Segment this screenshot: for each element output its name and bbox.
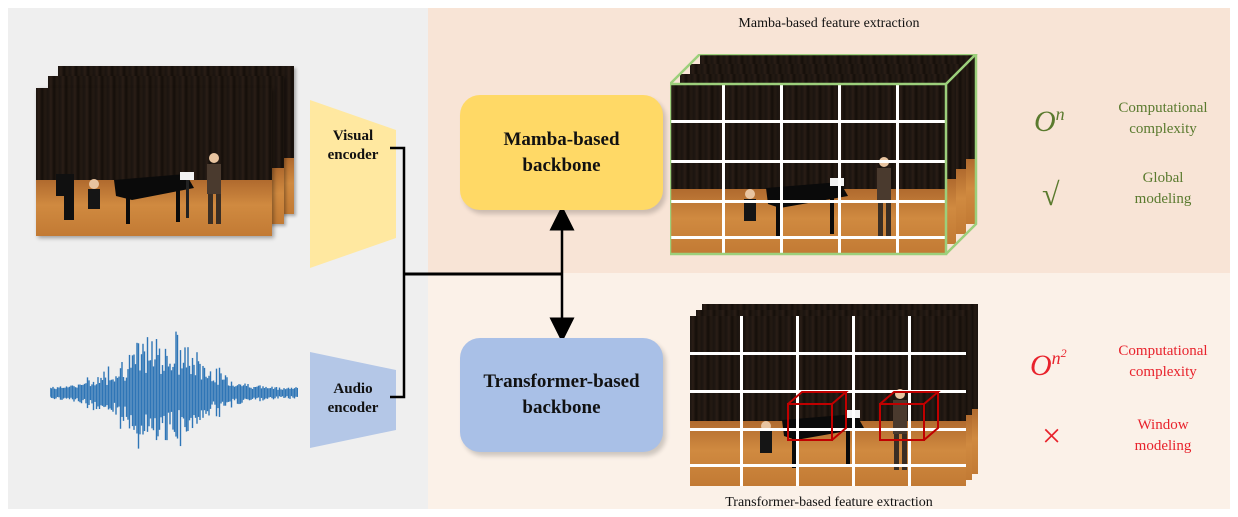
mamba-complexity-line1: Computational (1118, 100, 1208, 116)
mamba-section-title: Mamba-based feature extraction (738, 16, 920, 31)
audio-encoder-label-line2: encoder (327, 400, 379, 416)
transformer-modeling-line1: Window (1137, 417, 1189, 433)
transformer-section-title: Transformer-based feature extraction (725, 495, 933, 510)
mamba-global-cube (670, 54, 978, 256)
window-cubes (787, 391, 941, 441)
transformer-complexity-symbol: On2 (1030, 346, 1067, 383)
transformer-modeling-line2: modeling (1134, 438, 1192, 454)
visual-encoder-shape (310, 100, 396, 268)
transformer-frame-front (690, 316, 966, 486)
window-cube-left (787, 391, 849, 441)
audio-encoder-label-line1: Audio (333, 381, 373, 397)
audio-encoder-shape (310, 352, 396, 448)
transformer-backbone-line1: Transformer-based (483, 371, 640, 392)
transformer-feature-volume (690, 304, 990, 494)
checkmark-icon: √ (1042, 176, 1060, 212)
visual-encoder-label: Visual encoder (312, 127, 394, 165)
mamba-backbone: Mamba-based backbone (460, 95, 663, 210)
transformer-complexity-exponent: n (1051, 348, 1061, 368)
audio-encoder-label: Audio encoder (312, 380, 394, 418)
transformer-complexity-o: O (1030, 349, 1052, 382)
transformer-complexity-exponent-power: 2 (1060, 346, 1067, 360)
transformer-concert-scene (760, 389, 907, 470)
transformer-complexity-line1: Computational (1118, 343, 1208, 359)
cross-icon: × (1042, 418, 1062, 455)
mamba-modeling-line2: modeling (1134, 191, 1192, 207)
mamba-backbone-line1: Mamba-based (503, 128, 620, 150)
concert-scene (56, 153, 221, 224)
mamba-complexity-exponent: n (1055, 104, 1065, 124)
mamba-complexity-o: O (1034, 105, 1056, 138)
transformer-complexity-label: Computational complexity (1098, 341, 1228, 383)
mamba-frame-front (670, 84, 946, 254)
visual-encoder-label-line2: encoder (327, 147, 379, 163)
audio-waveform (50, 331, 298, 449)
video-frame-stack (36, 66, 302, 244)
mamba-modeling-line1: Global (1142, 170, 1184, 186)
transformer-backbone: Transformer-based backbone (460, 338, 663, 452)
mamba-complexity-symbol: On (1034, 104, 1065, 139)
mamba-complexity-line2: complexity (1129, 121, 1197, 137)
mamba-modeling-label: Global modeling (1098, 168, 1228, 210)
transformer-modeling-label: Window modeling (1098, 415, 1228, 457)
transformer-backbone-line2: backbone (522, 397, 601, 418)
mamba-backbone-line2: backbone (522, 154, 601, 176)
video-frame-front (36, 88, 272, 236)
window-cube-right (879, 391, 941, 441)
mamba-feature-volume (670, 54, 1000, 264)
transformer-complexity-line2: complexity (1129, 364, 1197, 380)
mamba-complexity-label: Computational complexity (1098, 98, 1228, 140)
visual-encoder-label-line1: Visual (332, 128, 374, 144)
